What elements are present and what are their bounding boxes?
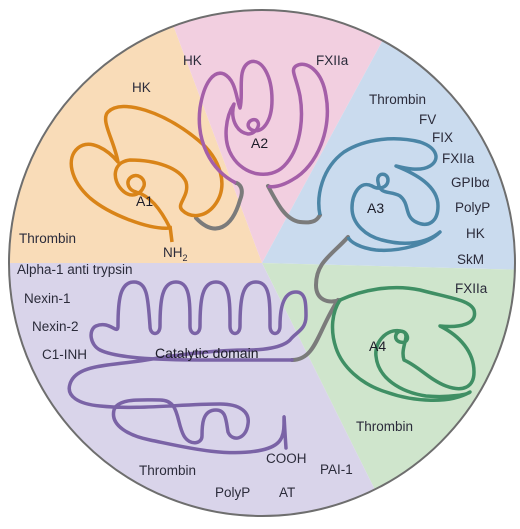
a1-domain-loop <box>69 104 224 230</box>
domain-linkers <box>194 180 350 362</box>
a2-ligand-fxiia: FXIIa <box>316 53 349 68</box>
disc-border <box>8 9 516 517</box>
catalytic-ligand-c1-inh: C1-INH <box>42 347 87 362</box>
sector-a2 <box>160 10 410 263</box>
catalytic-ligand-pai-1: PAI-1 <box>320 462 353 477</box>
a4-domain-loop <box>330 285 477 402</box>
a4-ligand-fxiia: FXIIa <box>455 281 488 296</box>
a3-ligand-thrombin: Thrombin <box>369 92 426 107</box>
n-terminus-text: NH <box>163 245 183 260</box>
catalytic-ligand-nexin-1: Nexin-1 <box>24 291 71 306</box>
linker-a3-a4 <box>313 235 350 304</box>
a1-ligand-hk: HK <box>132 80 151 95</box>
a3-ligand-fv: FV <box>419 112 436 127</box>
a2-ligand-hk: HK <box>183 53 202 68</box>
a4-ligand-thrombin: Thrombin <box>356 419 413 434</box>
a2-domain-loop <box>197 59 330 189</box>
a3-ligand-polyp: PolyP <box>455 200 490 215</box>
catalytic-ligand-alpha1-antitrypsin: Alpha-1 anti trypsin <box>17 262 133 277</box>
label-a2: A2 <box>251 135 268 151</box>
a3-ligand-skm: SkM <box>457 252 484 267</box>
a3-ligand-fxiia: FXIIa <box>442 151 475 166</box>
linker-a1-a2 <box>194 180 244 231</box>
catalytic-ligand-polyp: PolyP <box>215 485 250 500</box>
c-terminus-label: COOH <box>266 451 307 466</box>
a3-domain-loop <box>317 137 442 253</box>
linker-a2-a3 <box>266 184 322 225</box>
catalytic-domain-loop <box>67 280 308 455</box>
a3-ligand-hk: HK <box>466 226 485 241</box>
n-terminus-label: NH2 <box>163 245 188 263</box>
label-catalytic-domain: Catalytic domain <box>155 345 259 361</box>
label-a1: A1 <box>136 193 153 209</box>
catalytic-ligand-at: AT <box>279 485 295 500</box>
a1-n-terminal-stub <box>168 225 174 243</box>
a1-ligand-thrombin: Thrombin <box>19 231 76 246</box>
label-a3: A3 <box>367 200 384 216</box>
n-terminus-subscript: 2 <box>183 253 188 263</box>
a3-ligand-fix: FIX <box>432 130 453 145</box>
catalytic-ligand-thrombin: Thrombin <box>139 463 196 478</box>
a3-ligand-gpib-alpha: GPIbα <box>451 175 490 190</box>
label-a4: A4 <box>369 338 386 354</box>
catalytic-ligand-nexin-2: Nexin-2 <box>32 319 79 334</box>
linker-a4-catalytic <box>290 298 340 362</box>
